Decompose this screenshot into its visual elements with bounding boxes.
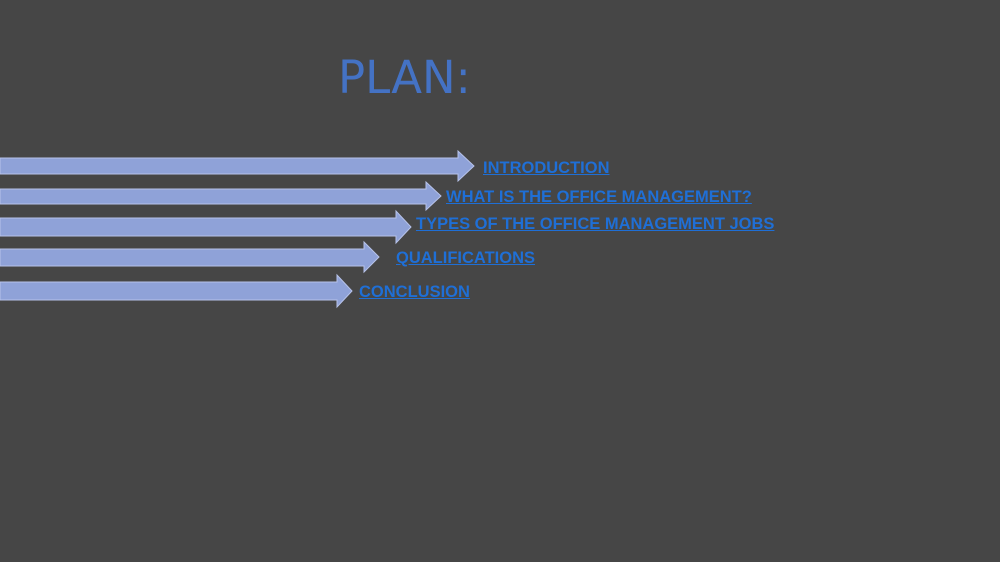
arrow-types [0,209,412,245]
link-conclusion[interactable]: CONCLUSION [359,283,470,301]
arrow-qualifications [0,240,380,274]
link-qualifications[interactable]: QUALIFICATIONS [396,249,536,267]
slide-title: PLAN: [338,51,471,104]
link-introduction[interactable]: INTRODUCTION [483,159,610,177]
arrow-introduction [0,149,475,183]
link-what-is-office-management[interactable]: WHAT IS THE OFFICE MANAGEMENT? [446,188,752,206]
arrow-conclusion [0,273,353,309]
link-types-of-office-management-jobs[interactable]: TYPES OF THE OFFICE MANAGEMENT JOBS [416,215,775,233]
arrow-what-is [0,180,442,212]
